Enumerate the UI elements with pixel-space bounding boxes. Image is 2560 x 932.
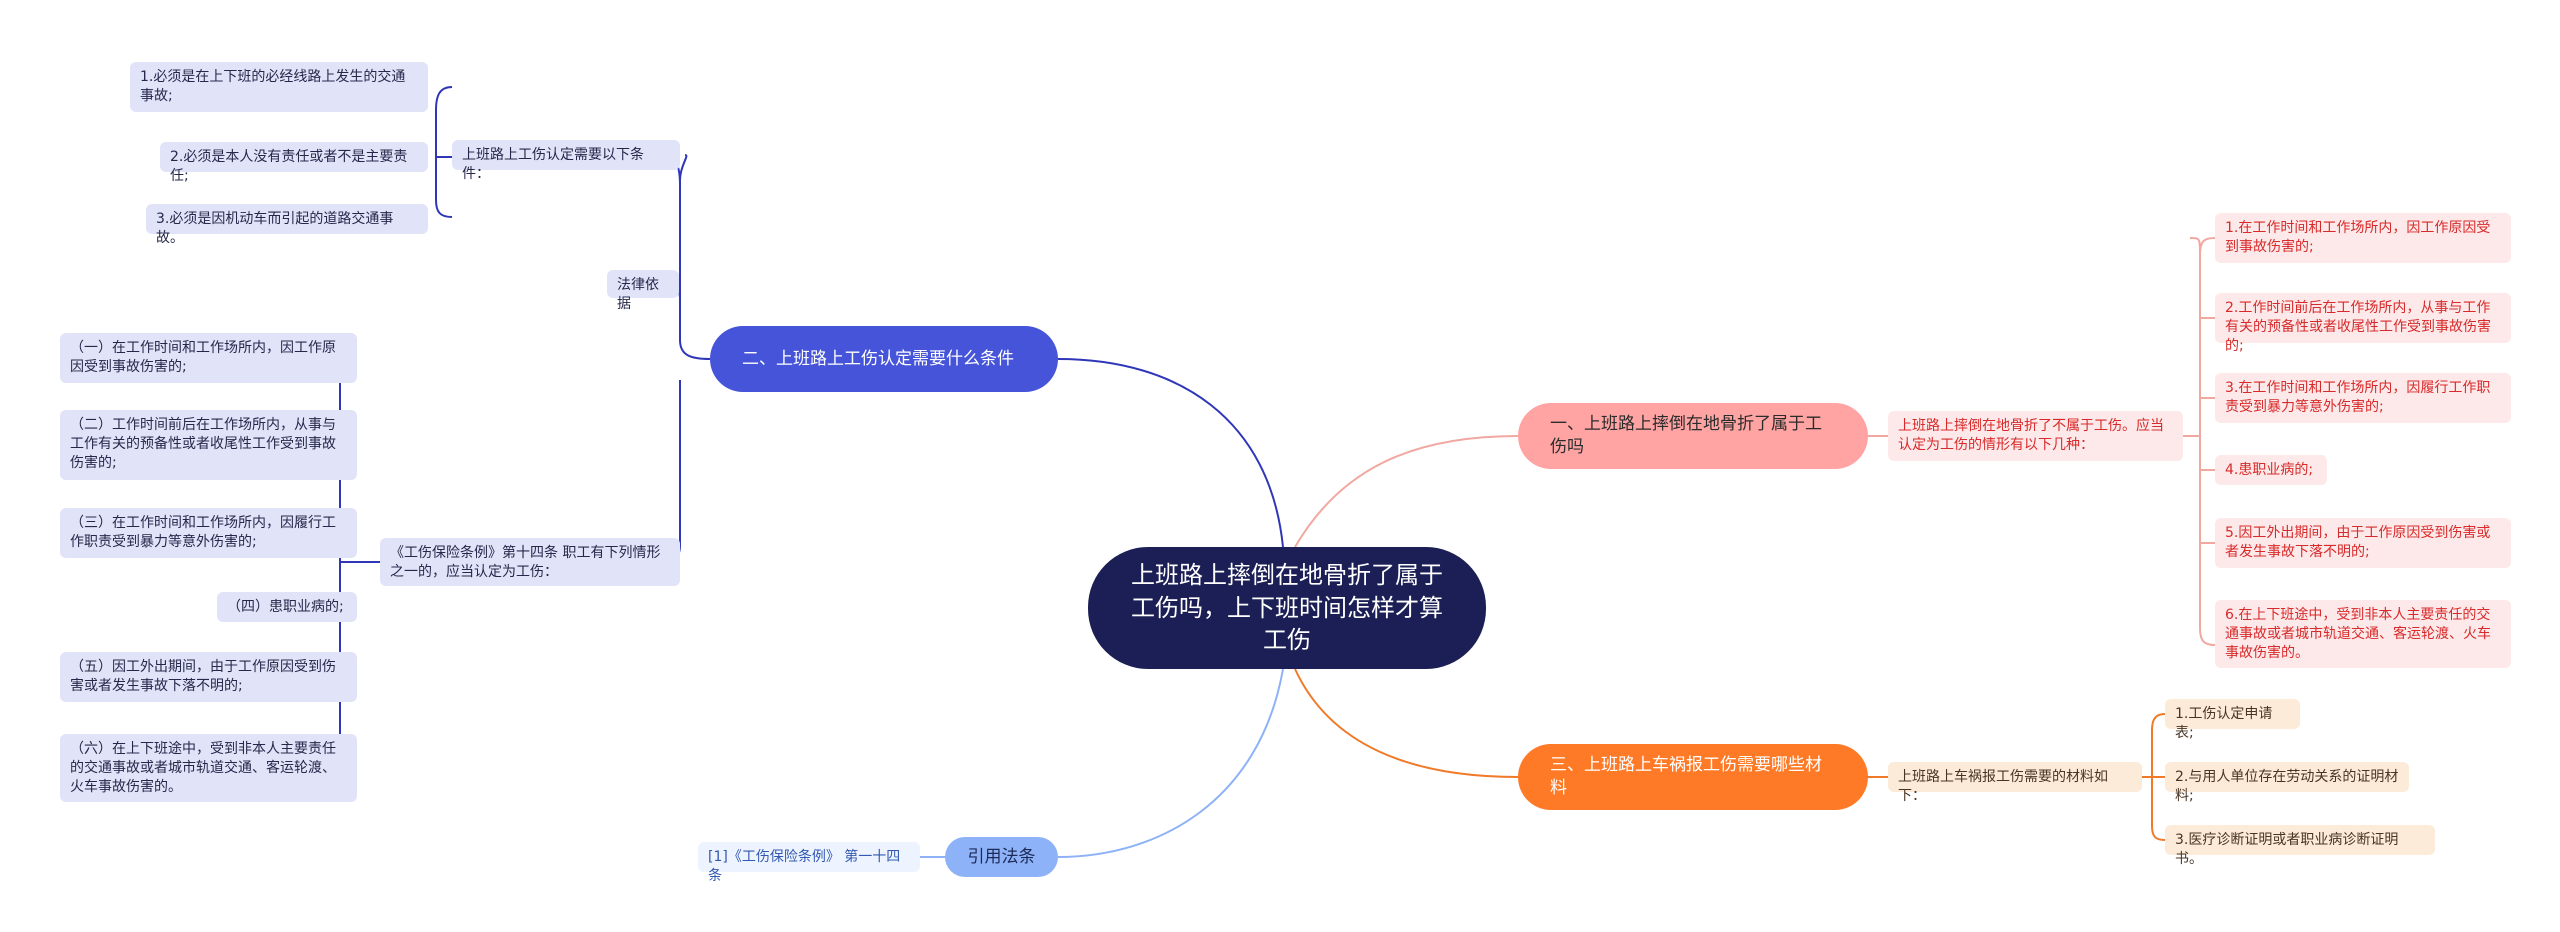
connector-cond-bracket [435,86,453,218]
branch-fracture-work-injury[interactable]: 一、上班路上摔倒在地骨折了属于工伤吗 [1518,403,1868,469]
materials-intro-node[interactable]: 上班路上车祸报工伤需要的材料如下： [1888,762,2142,804]
connector-left-reg [659,380,681,563]
connector-root-right3 [1294,668,1519,778]
branch-work-injury-conditions[interactable]: 二、上班路上工伤认定需要什么条件 [710,326,1058,392]
regulation-item-2-node[interactable]: （二）工作时间前后在工作场所内，从事与工作有关的预备性或者收尾性工作受到事故伤害… [60,410,357,480]
injury-case-2-node[interactable]: 2.工作时间前后在工作场所内，从事与工作有关的预备性或者收尾性工作受到事故伤害的… [2215,293,2511,354]
injury-case-3-node[interactable]: 3.在工作时间和工作场所内，因履行工作职责受到暴力等意外伤害的; [2215,373,2511,423]
regulation-item-1-node[interactable]: （一）在工作时间和工作场所内，因工作原因受到事故伤害的; [60,333,357,383]
injury-case-4-node[interactable]: 4.患职业病的; [2215,455,2327,485]
material-2-node[interactable]: 2.与用人单位存在劳动关系的证明材料; [2165,762,2409,804]
cited-law-item-node[interactable]: [1]《工伤保险条例》 第一十四条 [698,842,920,884]
branch-accident-materials[interactable]: 三、上班路上车祸报工伤需要哪些材料 [1518,744,1868,810]
root-topic[interactable]: 上班路上摔倒在地骨折了属于工伤吗，上下班时间怎样才算工伤 [1088,547,1486,669]
conditions-heading-node[interactable]: 上班路上工伤认定需要以下条件： [452,140,680,182]
branch-cited-law[interactable]: 引用法条 [945,837,1058,877]
material-3-node[interactable]: 3.医疗诊断证明或者职业病诊断证明书。 [2165,825,2435,867]
connector-r1-top [2199,237,2216,256]
regulation-item-3-node[interactable]: （三）在工作时间和工作场所内，因履行工作职责受到暴力等意外伤害的; [60,508,357,558]
injury-case-5-node[interactable]: 5.因工外出期间，由于工作原因受到伤害或者发生事故下落不明的; [2215,518,2511,568]
injury-case-6-node[interactable]: 6.在上下班途中，受到非本人主要责任的交通事故或者城市轨道交通、客运轮渡、火车事… [2215,600,2511,668]
connector-root-right1 [1294,435,1519,548]
connector-root-left [1057,358,1284,548]
regulation-item-5-node[interactable]: （五）因工外出期间，由于工作原因受到伤害或者发生事故下落不明的; [60,652,357,702]
law-basis-node[interactable]: 法律依据 [607,270,679,312]
connector-r1-bracket [2189,237,2216,646]
fracture-intro-node[interactable]: 上班路上摔倒在地骨折了不属于工伤。应当认定为工伤的情形有以下几种： [1888,411,2183,461]
regulation-item-6-node[interactable]: （六）在上下班途中，受到非本人主要责任的交通事故或者城市轨道交通、客运轮渡、火车… [60,734,357,802]
injury-case-1-node[interactable]: 1.在工作时间和工作场所内，因工作原因受到事故伤害的; [2215,213,2511,263]
regulation-item-4-node[interactable]: （四）患职业病的; [217,592,357,622]
condition-1-node[interactable]: 1.必须是在上下班的必经线路上发生的交通事故; [130,62,428,112]
connector-root-ref [1057,668,1284,858]
regulation-article-node[interactable]: 《工伤保险条例》第十四条 职工有下列情形之一的，应当认定为工伤： [380,538,680,586]
condition-3-node[interactable]: 3.必须是因机动车而引起的道路交通事故。 [146,204,428,246]
condition-2-node[interactable]: 2.必须是本人没有责任或者不是主要责任; [160,142,428,184]
material-1-node[interactable]: 1.工伤认定申请表; [2165,699,2300,741]
connector-left-main [679,154,711,360]
